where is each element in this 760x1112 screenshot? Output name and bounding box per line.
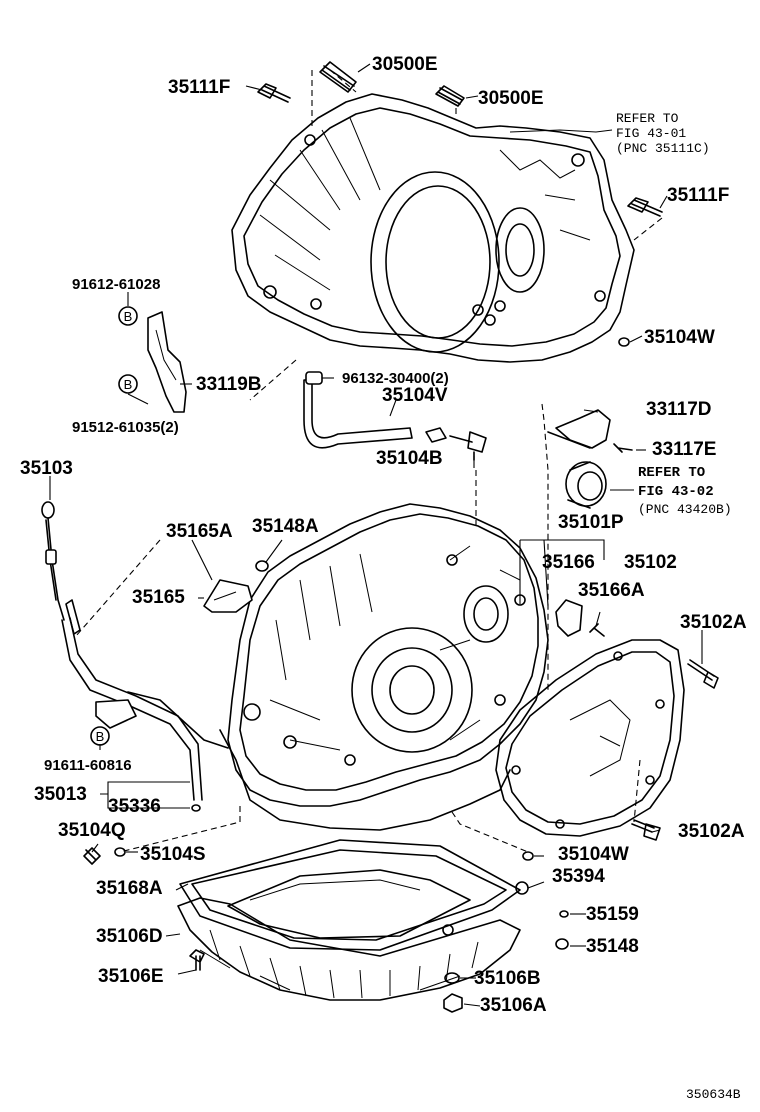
reference-note-43-01: REFER TO FIG 43-01 (PNC 35111C) — [616, 111, 710, 156]
label-91512-61035: 91512-61035(2) — [72, 419, 179, 436]
washer-35104W-bottom — [522, 851, 534, 861]
label-35168A: 35168A — [96, 878, 163, 899]
label-35159: 35159 — [586, 904, 639, 925]
label-35106A: 35106A — [480, 995, 547, 1016]
label-35102A-bottom: 35102A — [678, 821, 745, 842]
label-35148A: 35148A — [252, 516, 319, 537]
part-labels: 30500E 30500E 35111F 35111F 35104W 91612… — [20, 54, 747, 1016]
label-35106D: 35106D — [96, 926, 163, 947]
label-30500E-right: 30500E — [478, 88, 544, 109]
label-33119B: 33119B — [196, 374, 262, 395]
bubble-text: B — [96, 729, 105, 744]
label-35103: 35103 — [20, 458, 73, 479]
transmission-case — [219, 503, 549, 831]
plate-35166 — [555, 599, 583, 637]
label-35166A: 35166A — [578, 580, 645, 601]
bolt-35102A-top — [687, 659, 719, 689]
bubble-text: B — [124, 309, 133, 324]
bolt-30500E-right — [435, 85, 465, 107]
label-35102: 35102 — [624, 552, 677, 573]
label-30500E-top: 30500E — [372, 54, 438, 75]
label-35013: 35013 — [34, 784, 87, 805]
o-ring-35336 — [191, 804, 201, 812]
label-35165A: 35165A — [166, 521, 233, 542]
washer-35104W-top — [618, 337, 630, 347]
reference-note-43-02: REFER TO FIG 43-02 (PNC 43420B) — [638, 465, 732, 517]
label-35111F-right: 35111F — [667, 185, 729, 206]
label-35104W-bottom: 35104W — [558, 844, 629, 865]
label-35104Q: 35104Q — [58, 820, 126, 841]
callout-bubble-b-2: B — [118, 374, 138, 394]
label-35106B: 35106B — [474, 968, 541, 989]
label-33117E: 33117E — [652, 439, 716, 460]
drain-bolt-35106E — [189, 949, 205, 971]
oil-filler-tube-35013 — [61, 599, 229, 801]
bolt-35102A-bottom — [631, 819, 661, 841]
plug-35148A — [255, 560, 269, 572]
pan-gasket-35168A — [179, 839, 521, 951]
ref-note-line: (PNC 43420B) — [638, 502, 732, 517]
bolt-30500E-top — [319, 61, 357, 93]
plate-35165 — [203, 579, 253, 613]
callout-bubble-b-3: B — [90, 726, 110, 746]
bolt-35111F-right — [627, 197, 663, 217]
figure-id: 350634B — [686, 1087, 741, 1102]
label-96132-30400: 96132-30400(2) — [342, 370, 449, 387]
o-ring-35159 — [559, 910, 569, 918]
ref-note-line: REFER TO — [638, 465, 705, 481]
dipstick-35103 — [41, 501, 65, 621]
label-91611-60816: 91611-60816 — [44, 757, 132, 774]
label-91612-61028: 91612-61028 — [72, 276, 160, 293]
guide-33117D — [547, 409, 633, 453]
plug-35104Q — [83, 847, 101, 865]
ref-note-line: (PNC 35111C) — [616, 141, 710, 156]
bolt-35111F-left — [257, 83, 291, 103]
leader-lines — [49, 63, 703, 1007]
plug-35148 — [555, 938, 569, 950]
bracket-33119B — [147, 311, 187, 413]
callout-bubble-b-1: B — [118, 306, 138, 326]
label-35101P: 35101P — [558, 512, 624, 533]
ref-note-line: FIG 43-01 — [616, 126, 686, 141]
label-35104B: 35104B — [376, 448, 443, 469]
gasket-35106B — [444, 972, 460, 984]
oil-pan-35106D — [177, 869, 521, 1001]
label-35336: 35336 — [108, 796, 161, 817]
side-cover-35102 — [495, 639, 685, 837]
label-35102A-top: 35102A — [680, 612, 747, 633]
ref-note-line: REFER TO — [616, 111, 679, 126]
plug-35106A — [443, 993, 463, 1013]
bubble-text: B — [124, 377, 133, 392]
label-35104S: 35104S — [140, 844, 206, 865]
label-35104V: 35104V — [382, 385, 448, 406]
oil-seal-ring — [565, 461, 607, 509]
label-35394: 35394 — [552, 866, 605, 887]
label-35165: 35165 — [132, 587, 185, 608]
bolt-35166A — [589, 623, 605, 637]
label-35111F-left: 35111F — [168, 77, 230, 98]
transaxle-housing — [231, 93, 635, 363]
gasket-35104S — [114, 847, 126, 857]
label-35166: 35166 — [542, 552, 595, 573]
alignment-lines — [75, 69, 663, 853]
label-35106E: 35106E — [98, 966, 164, 987]
label-35148: 35148 — [586, 936, 639, 957]
ref-note-line: FIG 43-02 — [638, 484, 714, 500]
label-33117D: 33117D — [646, 399, 712, 420]
label-35104W-top: 35104W — [644, 327, 715, 348]
